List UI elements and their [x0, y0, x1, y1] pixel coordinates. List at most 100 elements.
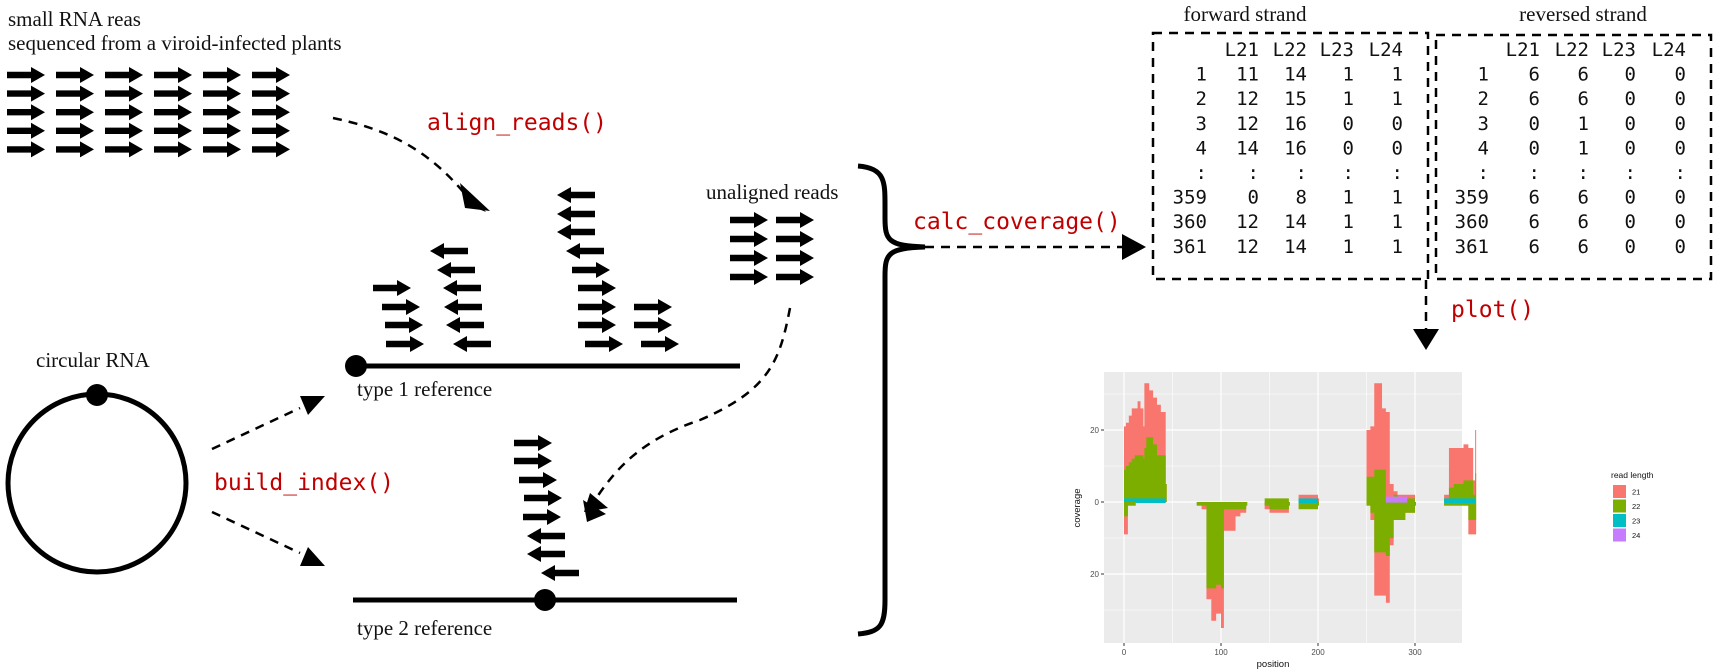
chart-area-l22-forward [1124, 437, 1167, 502]
reversed-table-cell: 1 [1578, 137, 1589, 159]
reversed-table-cell: 0 [1625, 211, 1636, 233]
reversed-table-cell: 0 [1529, 113, 1540, 135]
read-reverse-arrow-icon [566, 243, 604, 259]
reversed-table-cell: 0 [1625, 236, 1636, 258]
reversed-table-cell: 0 [1675, 64, 1686, 86]
forward-table-cell: 14 [1236, 137, 1259, 159]
read-forward-arrow-icon [386, 336, 424, 352]
reversed-table-cell: : [1675, 162, 1686, 184]
type2-anchor-dot-icon [534, 589, 556, 611]
build-index-lower-flow-arrow [211, 510, 301, 555]
read-forward-arrow-icon [572, 262, 610, 278]
read-forward-arrow-icon [252, 67, 290, 83]
read-forward-arrow-icon [514, 435, 552, 451]
reversed-table-cell: : [1578, 162, 1589, 184]
reversed-strand-table-border [1434, 33, 1713, 281]
chart-x-axis-title: position [1257, 659, 1290, 669]
forward-table-cell: 1 [1343, 236, 1354, 258]
chart-area-l22-forward [1444, 473, 1477, 502]
forward-table-cell: : [1392, 162, 1403, 184]
read-forward-arrow-icon [578, 317, 616, 333]
forward-table-row-index: 2 [1196, 88, 1207, 110]
reversed-table-cell: 6 [1529, 211, 1540, 233]
read-forward-arrow-icon [56, 122, 94, 139]
reversed-table-row-index: 359 [1455, 187, 1489, 209]
read-forward-arrow-icon [776, 269, 814, 285]
legend-swatch [1613, 528, 1626, 542]
read-reverse-arrow-icon [446, 317, 484, 333]
forward-table-cell: 1 [1343, 211, 1354, 233]
reversed-table-cell: 0 [1675, 137, 1686, 159]
chart-x-tick-label: 0 [1122, 648, 1127, 657]
reversed-table-column-header: L23 [1602, 39, 1636, 61]
reversed-table-column-header: L24 [1652, 39, 1686, 61]
read-forward-arrow-icon [634, 317, 672, 333]
reversed-table-cell: 6 [1529, 187, 1540, 209]
forward-table-cell: 0 [1392, 137, 1403, 159]
read-reverse-arrow-icon [443, 280, 481, 296]
forward-table-column-header: L21 [1225, 39, 1259, 61]
reversed-table-row-index: 4 [1478, 137, 1489, 159]
read-forward-arrow-icon [105, 104, 143, 121]
read-forward-arrow-icon [776, 212, 814, 228]
forward-table-cell: 1 [1392, 64, 1403, 86]
align-reads-flow-arrow [332, 116, 471, 201]
read-reverse-arrow-icon [437, 262, 475, 278]
read-reverse-arrow-icon [430, 243, 468, 259]
forward-table-cell: 12 [1236, 88, 1259, 110]
forward-table-cell: 1 [1392, 88, 1403, 110]
forward-table-cell: 16 [1284, 113, 1307, 135]
read-forward-arrow-icon [524, 490, 562, 506]
read-forward-arrow-icon [203, 122, 241, 139]
forward-table-cell: 14 [1284, 64, 1307, 86]
read-forward-arrow-icon [154, 85, 192, 102]
circular-rna-anchor-dot-icon [86, 384, 108, 406]
read-forward-arrow-icon [56, 85, 94, 102]
read-forward-arrow-icon [7, 67, 45, 83]
plot-arrowhead-icon [1413, 329, 1439, 350]
reversed-table-cell: 0 [1675, 113, 1686, 135]
read-reverse-arrow-icon [557, 206, 595, 222]
read-forward-arrow-icon [7, 104, 45, 121]
reversed-table-cell: 0 [1625, 137, 1636, 159]
forward-table-cell: 1 [1343, 187, 1354, 209]
legend-swatch [1613, 485, 1626, 498]
type1-aligned-reads [373, 187, 679, 352]
chart-area-l22-forward [1264, 498, 1290, 502]
forward-table-cell: 12 [1236, 113, 1259, 135]
chart-area-l22-reverse [1298, 502, 1319, 510]
chart-x-tick-label: 300 [1408, 648, 1422, 657]
reversed-table-cell: 0 [1625, 88, 1636, 110]
raw-reads-grid [7, 67, 290, 158]
read-forward-arrow-icon [578, 280, 616, 296]
read-forward-arrow-icon [203, 67, 241, 83]
read-forward-arrow-icon [105, 85, 143, 102]
read-forward-arrow-icon [730, 231, 768, 247]
read-forward-arrow-icon [154, 104, 192, 121]
forward-table-cell: 0 [1343, 137, 1354, 159]
forward-table-cell: : [1343, 162, 1354, 184]
reversed-table-cell: 0 [1625, 113, 1636, 135]
reversed-table-cell: 0 [1675, 236, 1686, 258]
chart-area-l22-reverse [1124, 502, 1136, 517]
reversed-table-cell: 0 [1675, 211, 1686, 233]
forward-strand-table-border [1151, 31, 1430, 281]
reversed-table-cell: 0 [1675, 88, 1686, 110]
forward-table-cell: 8 [1296, 187, 1307, 209]
read-reverse-arrow-icon [557, 187, 595, 203]
read-forward-arrow-icon [373, 280, 411, 296]
calc-coverage-label: calc_coverage() [913, 209, 1121, 235]
type1-anchor-dot-icon [345, 355, 367, 377]
read-forward-arrow-icon [730, 250, 768, 266]
forward-table-cell: 1 [1392, 236, 1403, 258]
reversed-table-cell: 6 [1529, 88, 1540, 110]
build-index-lower-arrowhead-icon [300, 547, 325, 566]
read-forward-arrow-icon [56, 141, 94, 158]
reversed-table-cell: 0 [1675, 187, 1686, 209]
read-forward-arrow-icon [7, 85, 45, 102]
reversed-table-row-index: 360 [1455, 211, 1489, 233]
chart-area-l23 [1124, 498, 1166, 503]
